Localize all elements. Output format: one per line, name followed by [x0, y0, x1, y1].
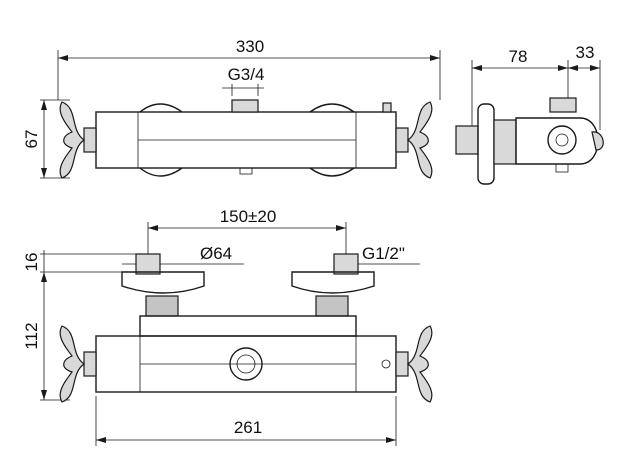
left-handle: [59, 101, 86, 179]
label-inlet-top: G3/4: [228, 65, 265, 84]
side-handle: [591, 131, 604, 151]
rosette-left: [121, 271, 205, 294]
outlet-ring: [229, 347, 263, 381]
arrow-head: [472, 65, 482, 71]
label-eccentric-height: 16: [22, 253, 41, 272]
arrow-head: [41, 100, 47, 110]
side-view: 78 33: [455, 43, 604, 185]
front-view: 150±20 Ø64 G1/2" 16 112: [22, 207, 433, 446]
side-body: [515, 117, 599, 165]
rosette-bottom-left: [139, 167, 183, 177]
arrow-head: [558, 65, 568, 71]
arrow-head: [568, 65, 578, 71]
lock-screw: [381, 359, 391, 369]
side-bottom-port: [555, 163, 569, 173]
label-body-width: 261: [234, 418, 262, 437]
thread-right: [333, 253, 359, 275]
label-front-height: 112: [22, 322, 41, 349]
rosette-top-left: [139, 103, 183, 113]
nut-left: [145, 295, 179, 317]
arrow-head: [590, 65, 600, 71]
thread-left: [135, 253, 161, 275]
rosette-top-right: [309, 103, 355, 113]
left-spindle-front: [83, 351, 97, 377]
side-outlet-ring: [547, 125, 577, 155]
small-knob: [382, 102, 392, 113]
arrow-head: [386, 437, 396, 443]
label-centres: 150±20: [220, 207, 277, 226]
right-spindle: [395, 127, 409, 153]
label-side-offset: 33: [576, 43, 595, 62]
right-handle: [406, 101, 433, 179]
label-side-depth: 78: [509, 47, 528, 66]
label-total-width: 330: [236, 37, 264, 56]
left-handle-front: [59, 325, 86, 403]
label-eccentric-diameter: Ø64: [200, 244, 232, 263]
right-spindle-front: [395, 351, 409, 377]
right-handle-front: [406, 325, 433, 403]
top-inlet: [231, 99, 259, 113]
side-top-inlet: [549, 97, 577, 113]
arrow-head: [430, 55, 440, 61]
nut-right: [315, 295, 349, 317]
arrow-head: [148, 225, 158, 231]
arrow-head: [41, 272, 47, 282]
side-connector: [455, 125, 479, 155]
top-view: 330 G3/4 67: [22, 37, 441, 179]
bottom-port: [239, 167, 253, 175]
arrow-head: [41, 168, 47, 178]
side-outlet: [555, 133, 569, 147]
side-rosette: [477, 103, 495, 185]
left-spindle: [83, 127, 97, 153]
rosette-bottom-right: [309, 167, 355, 177]
arrow-head: [96, 437, 106, 443]
body-top-strip: [139, 315, 357, 337]
arrow-head: [58, 55, 68, 61]
arrow-head: [336, 225, 346, 231]
label-thread: G1/2": [362, 244, 405, 263]
label-body-height: 67: [22, 130, 41, 149]
rosette-right: [291, 271, 375, 294]
side-nut: [493, 119, 517, 165]
outlet: [236, 354, 256, 374]
arrow-head: [41, 390, 47, 400]
